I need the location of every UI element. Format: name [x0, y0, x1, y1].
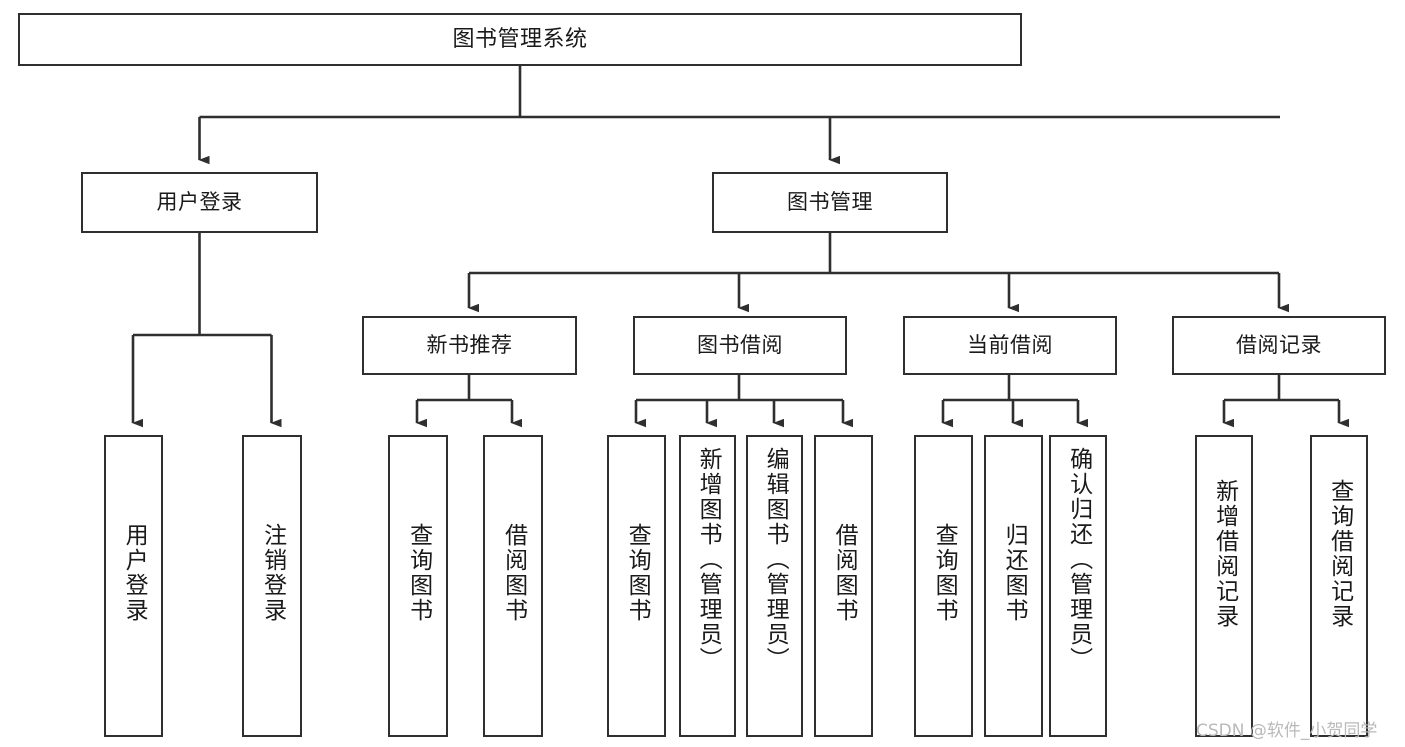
node-leaf-add-borrow-record[interactable]: 新增借阅记录 [1195, 435, 1253, 737]
node-label: 编辑图书（管理员） [762, 447, 789, 672]
node-label: 新书推荐 [426, 333, 513, 358]
node-leaf-query-book-1[interactable]: 查询图书 [388, 435, 448, 737]
node-label: 图书借阅 [697, 333, 783, 358]
node-borrow-record[interactable]: 借阅记录 [1172, 316, 1386, 375]
node-label: 借阅图书 [831, 523, 858, 623]
node-leaf-edit-book[interactable]: 编辑图书（管理员） [746, 435, 803, 737]
node-current-borrow[interactable]: 当前借阅 [903, 316, 1117, 375]
node-label: 用户登录 [156, 190, 243, 215]
node-book-borrow[interactable]: 图书借阅 [633, 316, 847, 375]
node-label: 当前借阅 [967, 333, 1053, 358]
node-leaf-query-book-2[interactable]: 查询图书 [607, 435, 666, 737]
node-book-management[interactable]: 图书管理 [712, 172, 948, 233]
node-user-login[interactable]: 用户登录 [81, 172, 318, 233]
node-label: 新增图书（管理员） [695, 447, 722, 672]
node-leaf-add-book[interactable]: 新增图书（管理员） [679, 435, 736, 737]
node-label: 用户登录 [121, 523, 148, 623]
node-new-book-recommend[interactable]: 新书推荐 [362, 316, 577, 375]
node-leaf-borrow-book-2[interactable]: 借阅图书 [814, 435, 873, 737]
node-label: 新增借阅记录 [1211, 479, 1238, 629]
node-leaf-logout-login[interactable]: 注销登录 [242, 435, 302, 737]
node-label: 图书管理 [787, 190, 873, 215]
node-label: 确认归还（管理员） [1065, 447, 1092, 672]
node-label: 借阅图书 [500, 523, 527, 623]
node-leaf-return-book[interactable]: 归还图书 [984, 435, 1043, 737]
csdn-watermark: CSDN @软件_小贺同学 [1196, 721, 1378, 741]
node-label: 查询图书 [931, 523, 958, 623]
node-leaf-borrow-book-1[interactable]: 借阅图书 [483, 435, 543, 737]
node-root-book-management-system[interactable]: 图书管理系统 [18, 13, 1022, 66]
node-label: 图书管理系统 [452, 26, 588, 52]
node-label: 查询借阅记录 [1326, 479, 1353, 629]
node-leaf-confirm-return[interactable]: 确认归还（管理员） [1049, 435, 1107, 737]
node-leaf-query-borrow-record[interactable]: 查询借阅记录 [1310, 435, 1368, 737]
node-label: 注销登录 [259, 523, 286, 623]
node-leaf-user-login[interactable]: 用户登录 [104, 435, 163, 737]
node-label: 归还图书 [1001, 523, 1028, 623]
node-label: 查询图书 [624, 523, 651, 623]
node-label: 借阅记录 [1236, 333, 1322, 358]
node-label: 查询图书 [405, 523, 432, 623]
node-leaf-query-book-3[interactable]: 查询图书 [914, 435, 973, 737]
